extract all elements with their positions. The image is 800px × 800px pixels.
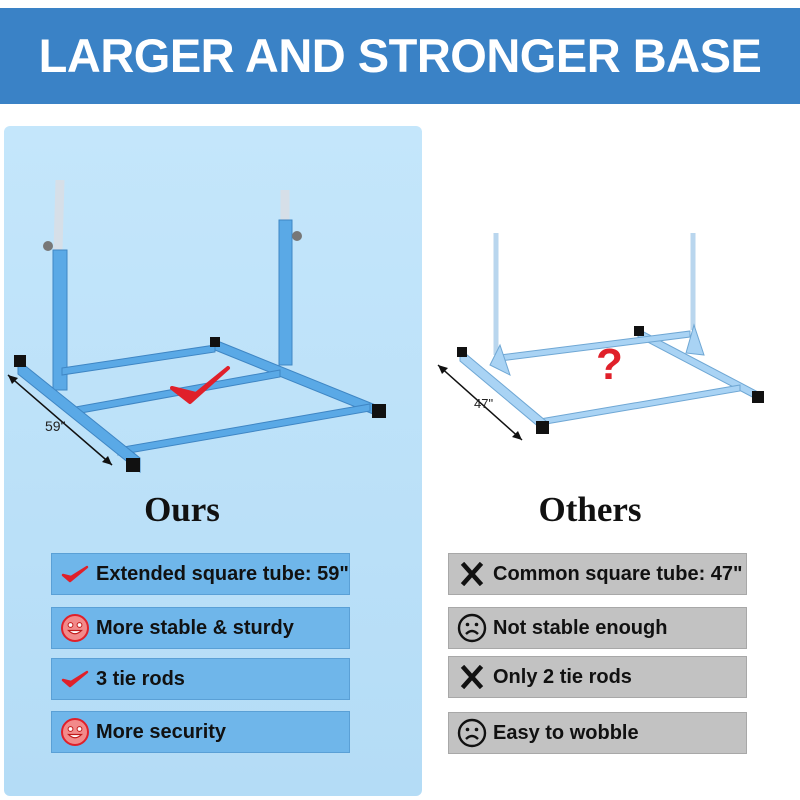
others-feature-tie-rods: Only 2 tie rods (448, 656, 747, 698)
others-base-illustration (437, 233, 764, 441)
feature-label: Extended square tube: 59" (96, 562, 349, 585)
others-heading: Others (538, 490, 642, 529)
ours-feature-stability: More stable & sturdy (51, 607, 350, 649)
frown-icon (455, 716, 489, 750)
check-icon (58, 557, 92, 591)
smiley-icon (58, 611, 92, 645)
frown-icon (455, 611, 489, 645)
feature-label: Easy to wobble (493, 721, 639, 744)
check-icon (58, 662, 92, 696)
others-dimension-label: 47" (474, 396, 494, 411)
ours-dimension-label: 59" (45, 418, 66, 434)
feature-label: More security (96, 720, 227, 743)
banner-title: LARGER AND STRONGER BASE (38, 29, 762, 82)
feature-label: Common square tube: 47" (493, 562, 743, 585)
ours-base-illustration (7, 180, 386, 474)
check-mark-icon (170, 366, 230, 404)
x-icon (455, 660, 489, 694)
header-banner: LARGER AND STRONGER BASE (0, 8, 800, 104)
ours-feature-tube-length: Extended square tube: 59" (51, 553, 350, 595)
feature-label: More stable & sturdy (96, 616, 294, 639)
others-feature-tube-length: Common square tube: 47" (448, 553, 747, 595)
ours-heading: Ours (144, 490, 220, 529)
others-feature-wobble: Easy to wobble (448, 712, 747, 754)
ours-feature-tie-rods: 3 tie rods (51, 658, 350, 700)
feature-label: Not stable enough (493, 616, 668, 639)
ours-feature-security: More security (51, 711, 350, 753)
smiley-icon (58, 715, 92, 749)
feature-label: 3 tie rods (96, 667, 185, 690)
x-icon (455, 557, 489, 591)
question-mark-icon: ? (596, 340, 623, 389)
feature-label: Only 2 tie rods (493, 665, 632, 688)
others-feature-stability: Not stable enough (448, 607, 747, 649)
